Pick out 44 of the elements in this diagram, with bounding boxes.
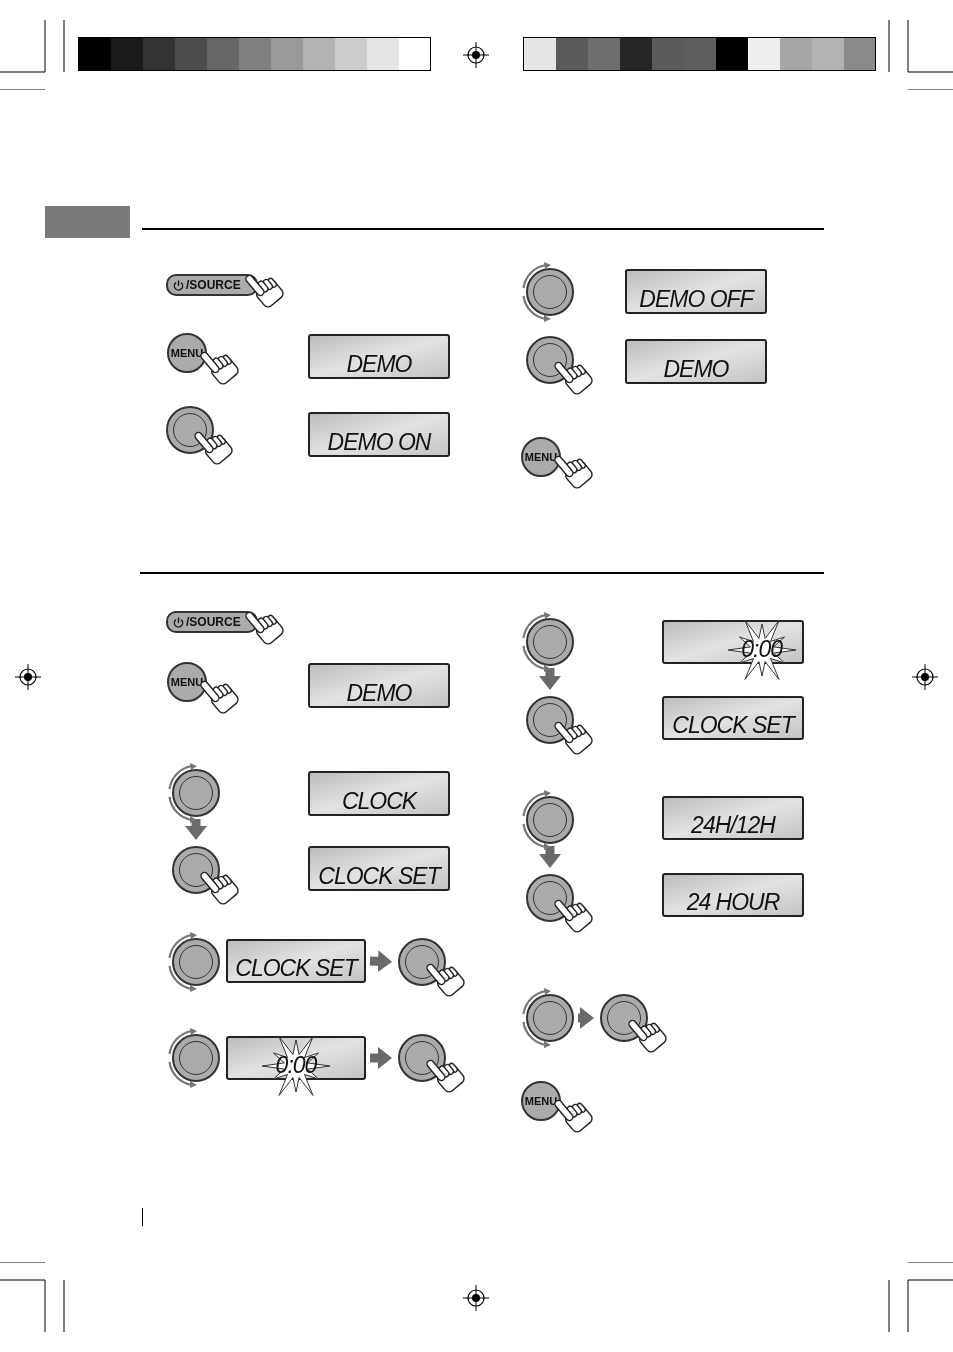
display-text: DEMO OFF: [639, 288, 753, 311]
menu-button: MENU: [521, 437, 561, 477]
display-text: 24H/12H: [691, 814, 775, 837]
display-text: 24 HOUR: [686, 891, 780, 914]
lcd-display: [308, 663, 450, 708]
arrow: [539, 846, 561, 868]
arrow: [370, 1047, 392, 1069]
lcd-display: [662, 696, 804, 740]
source-button: /SOURCE: [166, 274, 258, 296]
display-text: CLOCK SET: [235, 957, 357, 980]
display-text: 0:00: [741, 638, 782, 661]
display-text: CLOCK SET: [672, 714, 794, 737]
control-knob: [526, 268, 574, 316]
display-text: DEMO: [346, 353, 412, 376]
lcd-display: [625, 269, 767, 314]
lcd-display: [226, 939, 366, 983]
source-button: /SOURCE: [166, 611, 258, 633]
lcd-display: [662, 796, 804, 840]
lcd-display: [308, 846, 450, 891]
control-knob: [526, 796, 574, 844]
menu-button: MENU: [521, 1081, 561, 1121]
arrow: [185, 819, 207, 840]
control-knob: [526, 618, 574, 666]
display-text: CLOCK SET: [318, 865, 440, 888]
menu-button: MENU: [167, 333, 207, 373]
display-text: CLOCK: [341, 790, 417, 813]
arrow: [369, 950, 392, 973]
control-knob: [172, 938, 220, 986]
section-tab: [45, 206, 130, 238]
lcd-display: [308, 334, 450, 379]
control-knob: [172, 769, 220, 817]
display-text: 0:00: [275, 1054, 317, 1077]
lcd-display: [308, 412, 450, 457]
lcd-display: [662, 873, 804, 917]
display-text: DEMO ON: [327, 431, 431, 454]
display-text: DEMO: [346, 682, 412, 705]
control-knob: [526, 994, 574, 1042]
lcd-display: [625, 339, 767, 384]
arrow: [578, 1007, 594, 1029]
menu-button: MENU: [167, 662, 207, 702]
display-text: DEMO: [663, 358, 729, 381]
arrow: [539, 668, 561, 690]
lcd-display: [308, 771, 450, 816]
control-knob: [172, 1034, 220, 1082]
